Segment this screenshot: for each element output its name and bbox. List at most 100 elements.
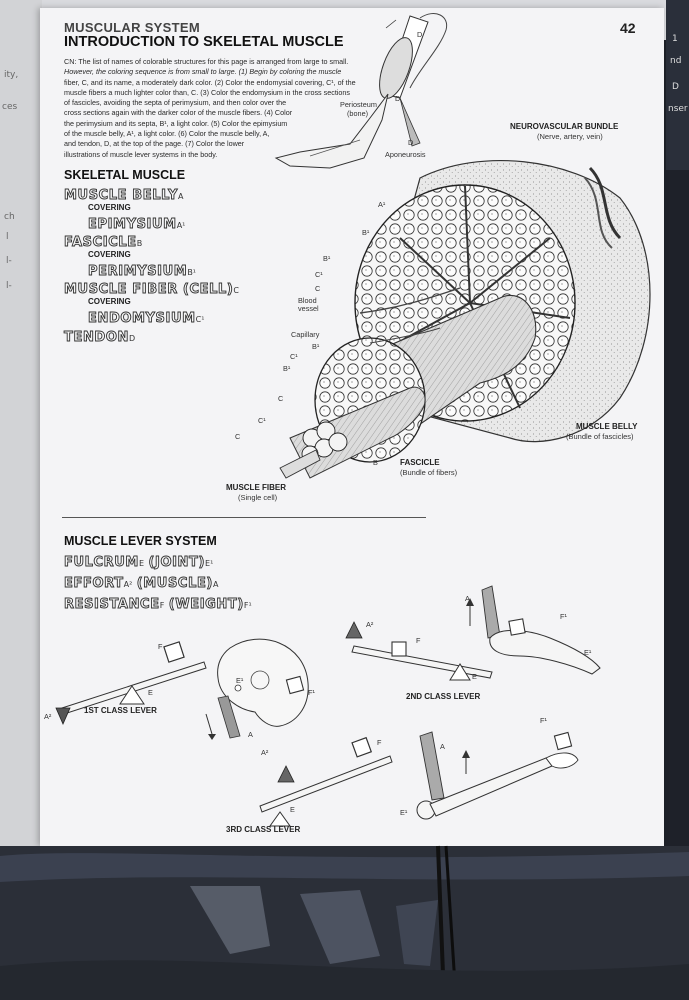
label-blood-vessel-1: Blood [298,296,317,305]
label-letter-b1d: B¹ [283,364,291,373]
title-fascicle-sub: B [136,239,143,248]
title-muscle-text: (MUSCLE) [136,576,213,592]
foot-letter-f1: F¹ [560,612,567,621]
label-fascicle: FASCICLE [400,458,440,467]
instruction-line: muscle fibers a much lighter color than,… [64,87,351,97]
instruction-line: of fascicles, avoiding the septa of peri… [64,98,287,108]
second-class-lever-diagram [345,621,493,681]
skeletal-muscle-header: SKELETAL MUSCLE [64,168,186,182]
label-aponeurosis: Aponeurosis [385,150,426,159]
title-fascicle: FASCICLEB [64,233,143,251]
label-letter-c1c: C¹ [258,416,266,425]
coloring-instructions: CN: The list of names of colorable struc… [64,57,390,160]
head-letter-f1: F¹ [308,688,315,697]
forearm-letter-a: A [440,742,445,751]
instruction-line: However, the coloring sequence is from s… [64,67,342,77]
title-muscle-fiber-text: MUSCLE FIBER (CELL) [64,282,234,298]
forearm-letter-e1: E¹ [400,808,408,817]
title-perimysium-sub: B¹ [187,268,197,277]
title-resistance-weight: RESISTANCEF (WEIGHT)F¹ [64,595,252,613]
title-epimysium-sub: A¹ [176,221,186,230]
page-title: INTRODUCTION TO SKELETAL MUSCLE [64,34,344,50]
first-class-label: 1ST CLASS LEVER [84,706,157,715]
title-tendon: TENDOND [64,328,136,346]
title-muscle-sub: A [212,580,219,589]
margin-fragment: D [672,82,679,92]
label-letter-c-b: C [278,394,284,403]
title-epimysium: EPIMYSIUMA¹ [88,215,186,233]
label-letter-d-top: D [417,30,423,39]
title-tendon-text: TENDON [64,330,129,346]
instruction-line: fiber, C, and its name, a moderately dar… [64,77,356,87]
label-muscle-belly-sub: (Bundle of fascicles) [566,432,634,441]
label-neurovascular-sub: (Nerve, artery, vein) [537,132,603,141]
margin-fragment: nser [668,104,688,114]
margin-fragment: ity, [4,70,19,80]
lever3-letter-e: E [290,805,295,814]
label-letter-c1: C¹ [315,270,323,279]
margin-fragment: ch [4,212,15,222]
margin-fragment: l [6,232,9,242]
margin-fragment: l- [6,281,12,291]
instruction-line: CN: The list of names of colorable struc… [64,57,349,66]
title-endomysium-sub: C¹ [195,315,205,324]
title-muscle-belly-sub: A [178,192,184,201]
section-divider [62,517,426,518]
second-class-label: 2ND CLASS LEVER [406,692,481,701]
label-neurovascular-bundle: NEUROVASCULAR BUNDLE [510,122,619,131]
label-muscle-fiber-sub: (Single cell) [238,493,278,502]
third-class-lever-diagram [259,736,393,827]
lever-system-header: MUSCLE LEVER SYSTEM [64,534,217,548]
facing-page-right [666,0,689,170]
lever2-letter-f: F [416,636,421,645]
title-resistance-sub: F [159,601,165,610]
title-fulcrum-text: FULCRUM [64,555,139,571]
title-effort-sub: A² [123,580,133,589]
forearm-letter-f1: F¹ [540,716,547,725]
title-tendon-sub: D [128,334,136,343]
lever2-letter-a2: A² [366,620,374,629]
foot-lever-illustration [466,585,601,675]
covering-label: COVERING [88,297,131,306]
covering-label: COVERING [88,250,131,259]
title-endomysium-text: ENDOMYSIUM [88,311,196,327]
forearm-lever-illustration [416,731,579,820]
facing-page-left [0,0,42,850]
label-fascicle-sub: (Bundle of fibers) [400,468,458,477]
label-letter-c1b: C¹ [290,352,298,361]
label-muscle-fiber: MUSCLE FIBER [226,483,286,492]
margin-fragment: ces [2,102,18,112]
covering-label: COVERING [88,203,131,212]
third-class-label: 3RD CLASS LEVER [226,825,301,834]
label-letter-b1b: B¹ [323,254,331,263]
head-neck-lever-illustration [205,638,309,740]
lever1-letter-f: F [158,642,163,651]
margin-fragment: 1 [672,34,678,44]
label-bone: (bone) [347,109,369,118]
margin-fragment: l- [6,256,12,266]
label-letter-c: C [315,284,321,293]
foot-letter-a: A [465,594,470,603]
instruction-line: illustrations of muscle lever systems in… [64,149,218,159]
title-effort-text: EFFORT [64,576,124,592]
lever3-letter-f: F [377,738,382,747]
label-letter-a1: A¹ [378,200,386,209]
label-letter-b1: B¹ [362,228,370,237]
title-endomysium: ENDOMYSIUMC¹ [88,309,205,327]
label-blood-vessel-2: vessel [298,304,319,313]
title-muscle-fiber-sub: C [233,286,239,295]
muscle-cross-section [279,159,651,479]
label-letter-b1c: B¹ [312,342,320,351]
background-fabric-pattern [0,845,689,1000]
label-letter-d-low: D [408,138,414,147]
title-muscle-belly-text: MUSCLE BELLY [64,188,179,204]
title-effort-muscle: EFFORTA² (MUSCLE)A [64,574,219,592]
title-weight-text: (WEIGHT) [168,597,244,613]
title-joint-sub: E¹ [205,559,214,568]
title-fulcrum-joint: FULCRUME (JOINT)E¹ [64,553,214,571]
label-letter-b: B [373,458,378,467]
title-perimysium-text: PERIMYSIUM [88,264,188,280]
label-muscle-belly: MUSCLE BELLY [576,422,638,431]
title-fulcrum-sub: E [138,559,145,568]
title-joint-text: (JOINT) [148,555,206,571]
